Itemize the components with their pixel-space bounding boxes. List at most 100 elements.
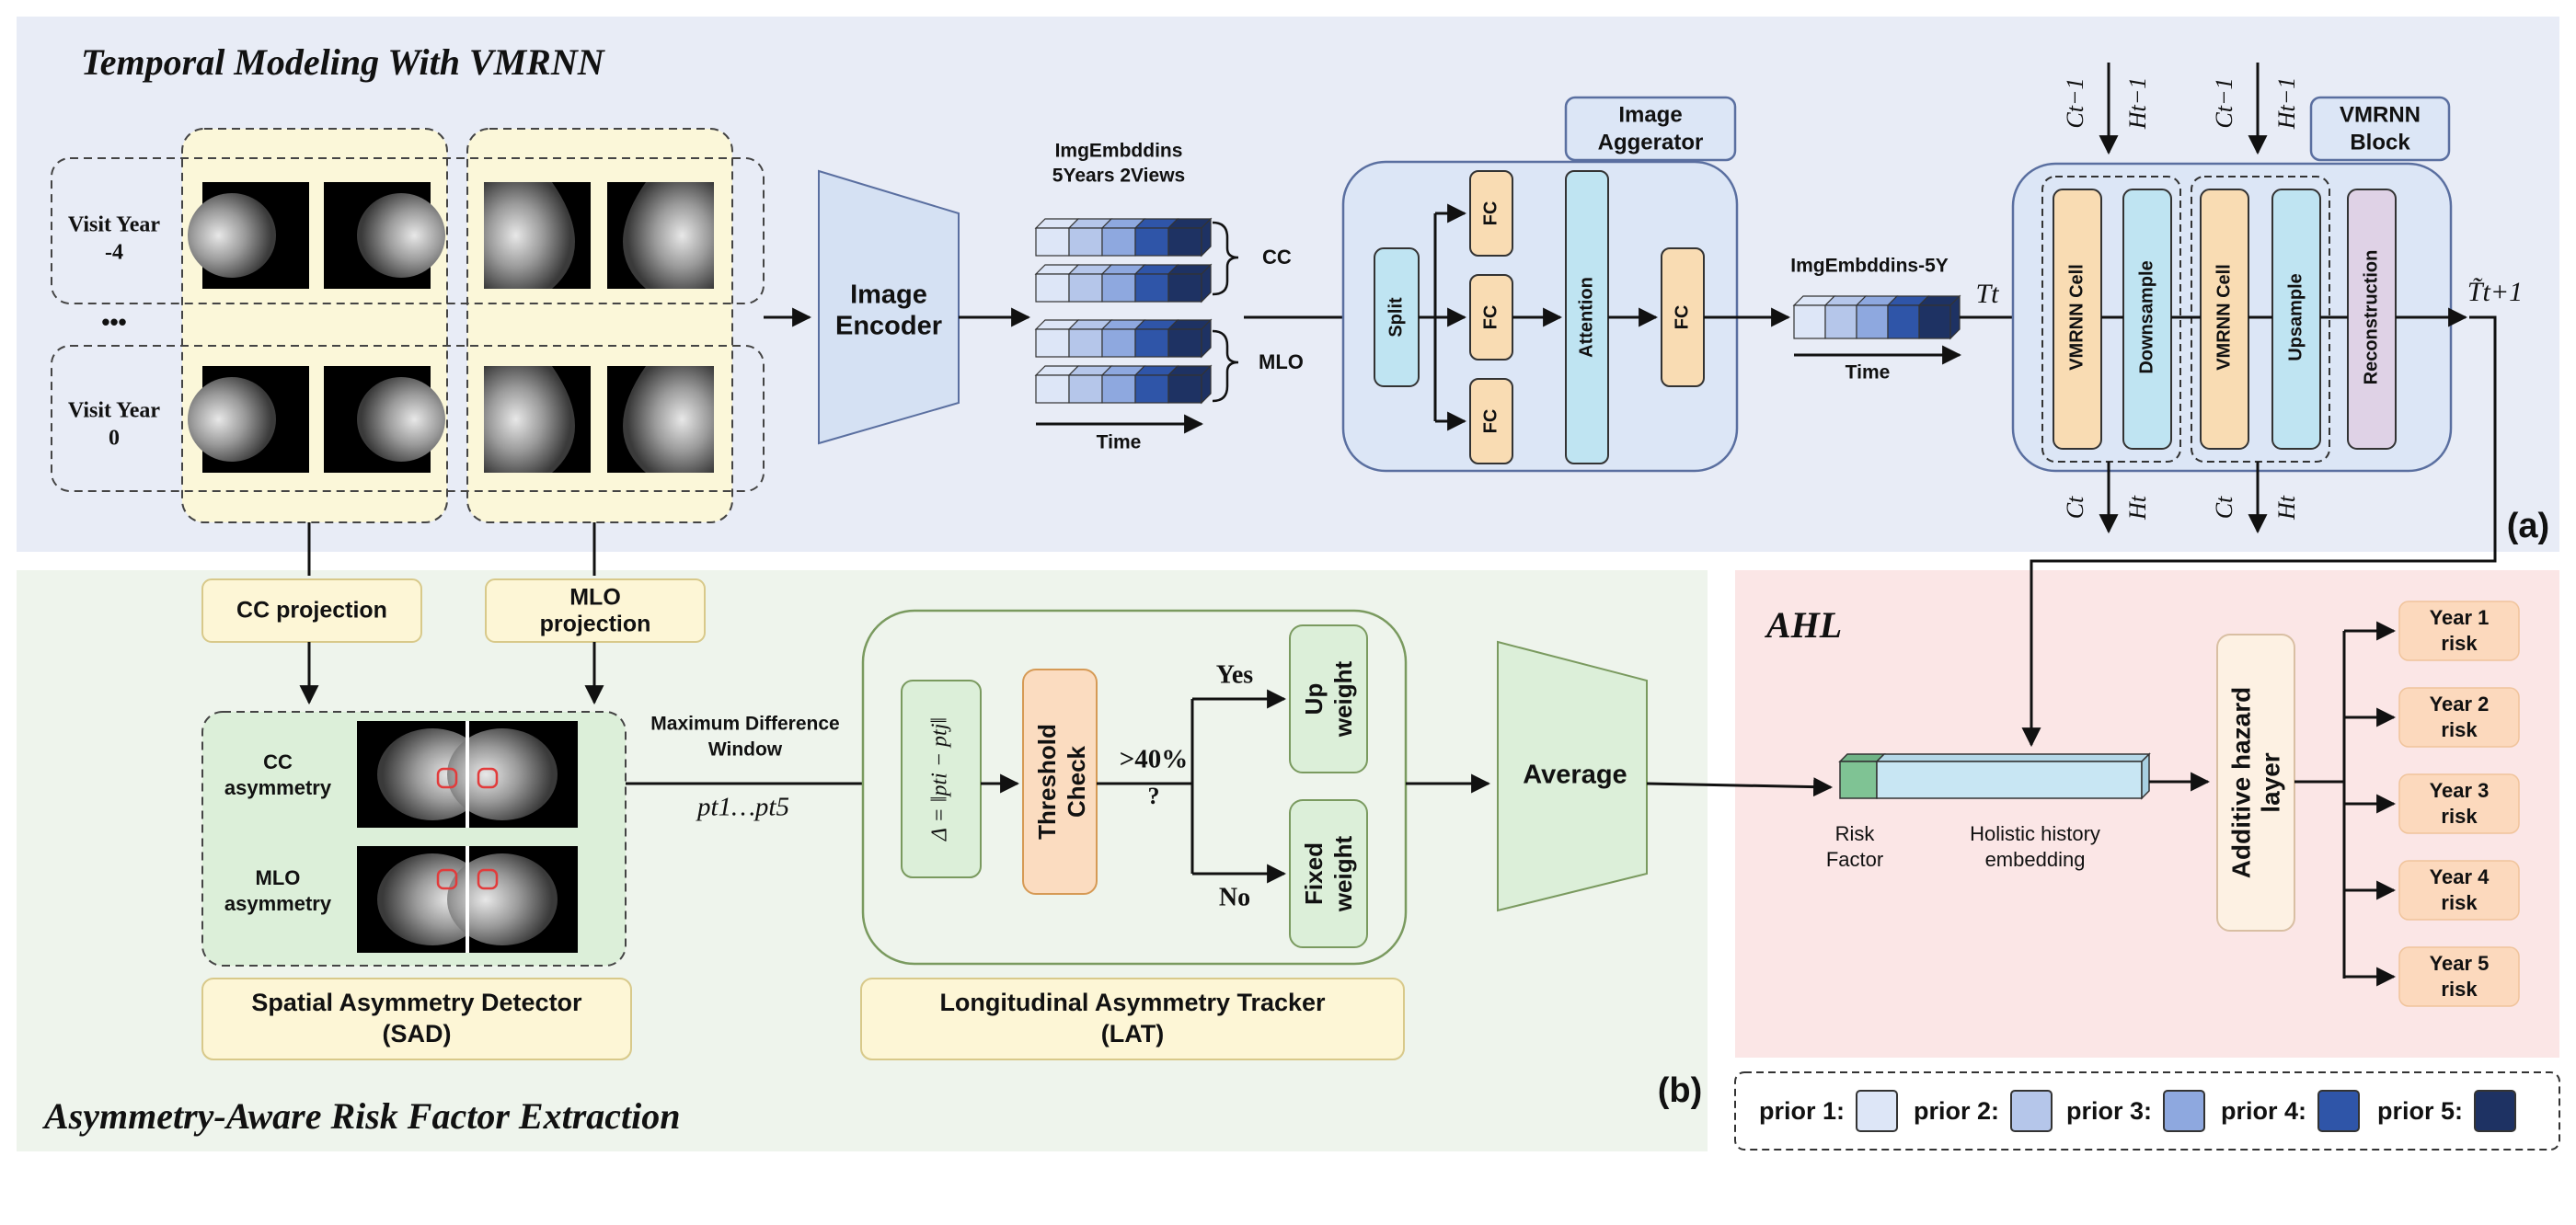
mammogram-mlo-left-top: [484, 182, 591, 289]
tt-label: Tt: [1975, 279, 1999, 309]
cube-face: [1068, 328, 1103, 358]
fc-label-3: FC: [1480, 409, 1501, 434]
cube-face: [1167, 227, 1202, 257]
additive-line2: layer: [2256, 752, 2284, 812]
cube-face: [1101, 227, 1136, 257]
c-prev-label-1: Ct−1: [2062, 77, 2088, 128]
cube-face: [1035, 273, 1070, 303]
legend-swatch-4: [2317, 1090, 2360, 1132]
cube-face: [1134, 328, 1169, 358]
average-label: Average: [1523, 761, 1627, 790]
history-line1: Holistic history: [1970, 822, 2100, 845]
lat-label-line1: Longitudinal Asymmetry Tracker: [939, 989, 1326, 1016]
year-4-label: Year 4: [2430, 865, 2490, 888]
mammogram-cc-left-top: [188, 182, 309, 289]
cube-side: [1201, 364, 1212, 405]
year-4-risk-word: risk: [2441, 891, 2478, 914]
legend-swatch-1: [1856, 1090, 1898, 1132]
tt1-label: T̃t+1: [2467, 277, 2523, 307]
embedding-row-1: [1034, 217, 1213, 258]
img-emb-title-line2: 5Years 2Views: [1052, 166, 1185, 187]
reconstruction-block: [2347, 189, 2397, 450]
year-2-risk-box: [2398, 687, 2520, 748]
cond-q-label: ?: [1148, 783, 1160, 809]
cube-face: [1134, 227, 1169, 257]
downsample-block: [2122, 189, 2172, 450]
split-label: Split: [1386, 297, 1406, 338]
mammogram-cc-right-top: [324, 182, 445, 289]
vmrnn-group-1: [2041, 176, 2181, 463]
connector-vmrnn-to-ahl: [2021, 315, 2497, 748]
cube-face: [1824, 304, 1857, 339]
panel-a-title: Temporal Modeling With VMRNN: [81, 41, 606, 83]
ahl-title: AHL: [1764, 604, 1842, 646]
sad-label-line1: Spatial Asymmetry Detector: [251, 989, 582, 1016]
mlo-brace: [1212, 329, 1239, 403]
legend-label-1: prior 1:: [1759, 1097, 1845, 1125]
up-weight-line1: Up: [1300, 683, 1328, 716]
c-t-label-1: Ct: [2062, 496, 2088, 519]
cube-face: [1068, 227, 1103, 257]
year-5-risk-word: risk: [2441, 978, 2478, 1001]
ahl-embedding-bar: [1838, 752, 2151, 800]
image-encoder-line2: Encoder: [835, 312, 942, 341]
legend-swatch-3: [2163, 1090, 2205, 1132]
mlo-asym-line1: MLO: [256, 866, 301, 889]
delta-block: [901, 680, 982, 878]
cc-asym-line1: CC: [263, 750, 293, 773]
threshold-line2: Check: [1063, 745, 1090, 818]
cc-asymmetry-image: [357, 721, 578, 828]
cube-face: [1035, 328, 1070, 358]
visit-top-line2: -4: [105, 241, 123, 265]
cube-face: [1887, 304, 1920, 339]
cube-side: [1949, 294, 1961, 340]
visit-ellipsis: •••: [101, 308, 126, 336]
upsample-label: Upsample: [2285, 273, 2306, 361]
image-aggregator-tag: [1564, 96, 1737, 162]
cube-face: [1793, 304, 1826, 339]
fixed-weight-line2: weight: [1329, 836, 1357, 913]
image-aggregator-line1: Image: [1618, 102, 1682, 127]
pt-range-label: pt1…pt5: [696, 793, 789, 822]
cube-side: [1201, 263, 1212, 303]
year-1-label: Year 1: [2430, 606, 2490, 629]
cube-side: [1201, 318, 1212, 359]
upsample-block: [2271, 189, 2321, 450]
cube-face: [1101, 328, 1136, 358]
fc-label-2: FC: [1480, 305, 1501, 330]
cc-projection-label: CC projection: [236, 598, 387, 624]
cube-face: [1035, 374, 1070, 404]
legend-label-4: prior 4:: [2221, 1097, 2306, 1125]
h-t-label-2: Ht: [2273, 495, 2300, 521]
vmrnn-block-line2: Block: [2350, 130, 2410, 155]
mlo-label: MLO: [1259, 350, 1304, 373]
h-prev-label-2: Ht−1: [2273, 77, 2300, 131]
img-emb-title-line1: ImgEmbddins: [1055, 141, 1183, 162]
fc-block-3: [1469, 378, 1513, 464]
vmrnn-cell-2-label: VMRNN Cell: [2214, 264, 2234, 371]
fixed-weight-line1: Fixed: [1300, 842, 1328, 905]
cube-side: [1201, 217, 1212, 258]
cube-face: [1035, 227, 1070, 257]
downsample-label: Downsample: [2136, 260, 2156, 373]
legend-label-2: prior 2:: [1914, 1097, 1999, 1125]
mammogram-mlo-right-top: [607, 182, 714, 289]
img-emb-5y-title: ImgEmbddins-5Y: [1790, 256, 1949, 277]
panel-b-title: Asymmetry-Aware Risk Factor Extraction: [41, 1095, 681, 1137]
arrow-average-to-ahl: [1646, 777, 1834, 797]
mlo-asym-line2: asymmetry: [224, 892, 332, 915]
lat-label-line2: (LAT): [1101, 1020, 1164, 1048]
image-encoder-line1: Image: [850, 280, 927, 310]
c-prev-label-2: Ct−1: [2211, 77, 2237, 128]
mammogram-mlo-right-bottom: [607, 366, 714, 473]
year-1-risk-box: [2398, 601, 2520, 661]
cube-face: [1068, 273, 1103, 303]
yes-label: Yes: [1216, 660, 1254, 689]
risk-factor-line1: Risk: [1835, 822, 1876, 845]
time-label-2: Time: [1846, 362, 1891, 384]
cc-projection-box: [201, 578, 422, 643]
vmrnn-cell-2: [2200, 189, 2249, 450]
panel-b-tag: (b): [1658, 1071, 1703, 1110]
embedding-5y-row: [1792, 294, 1961, 340]
